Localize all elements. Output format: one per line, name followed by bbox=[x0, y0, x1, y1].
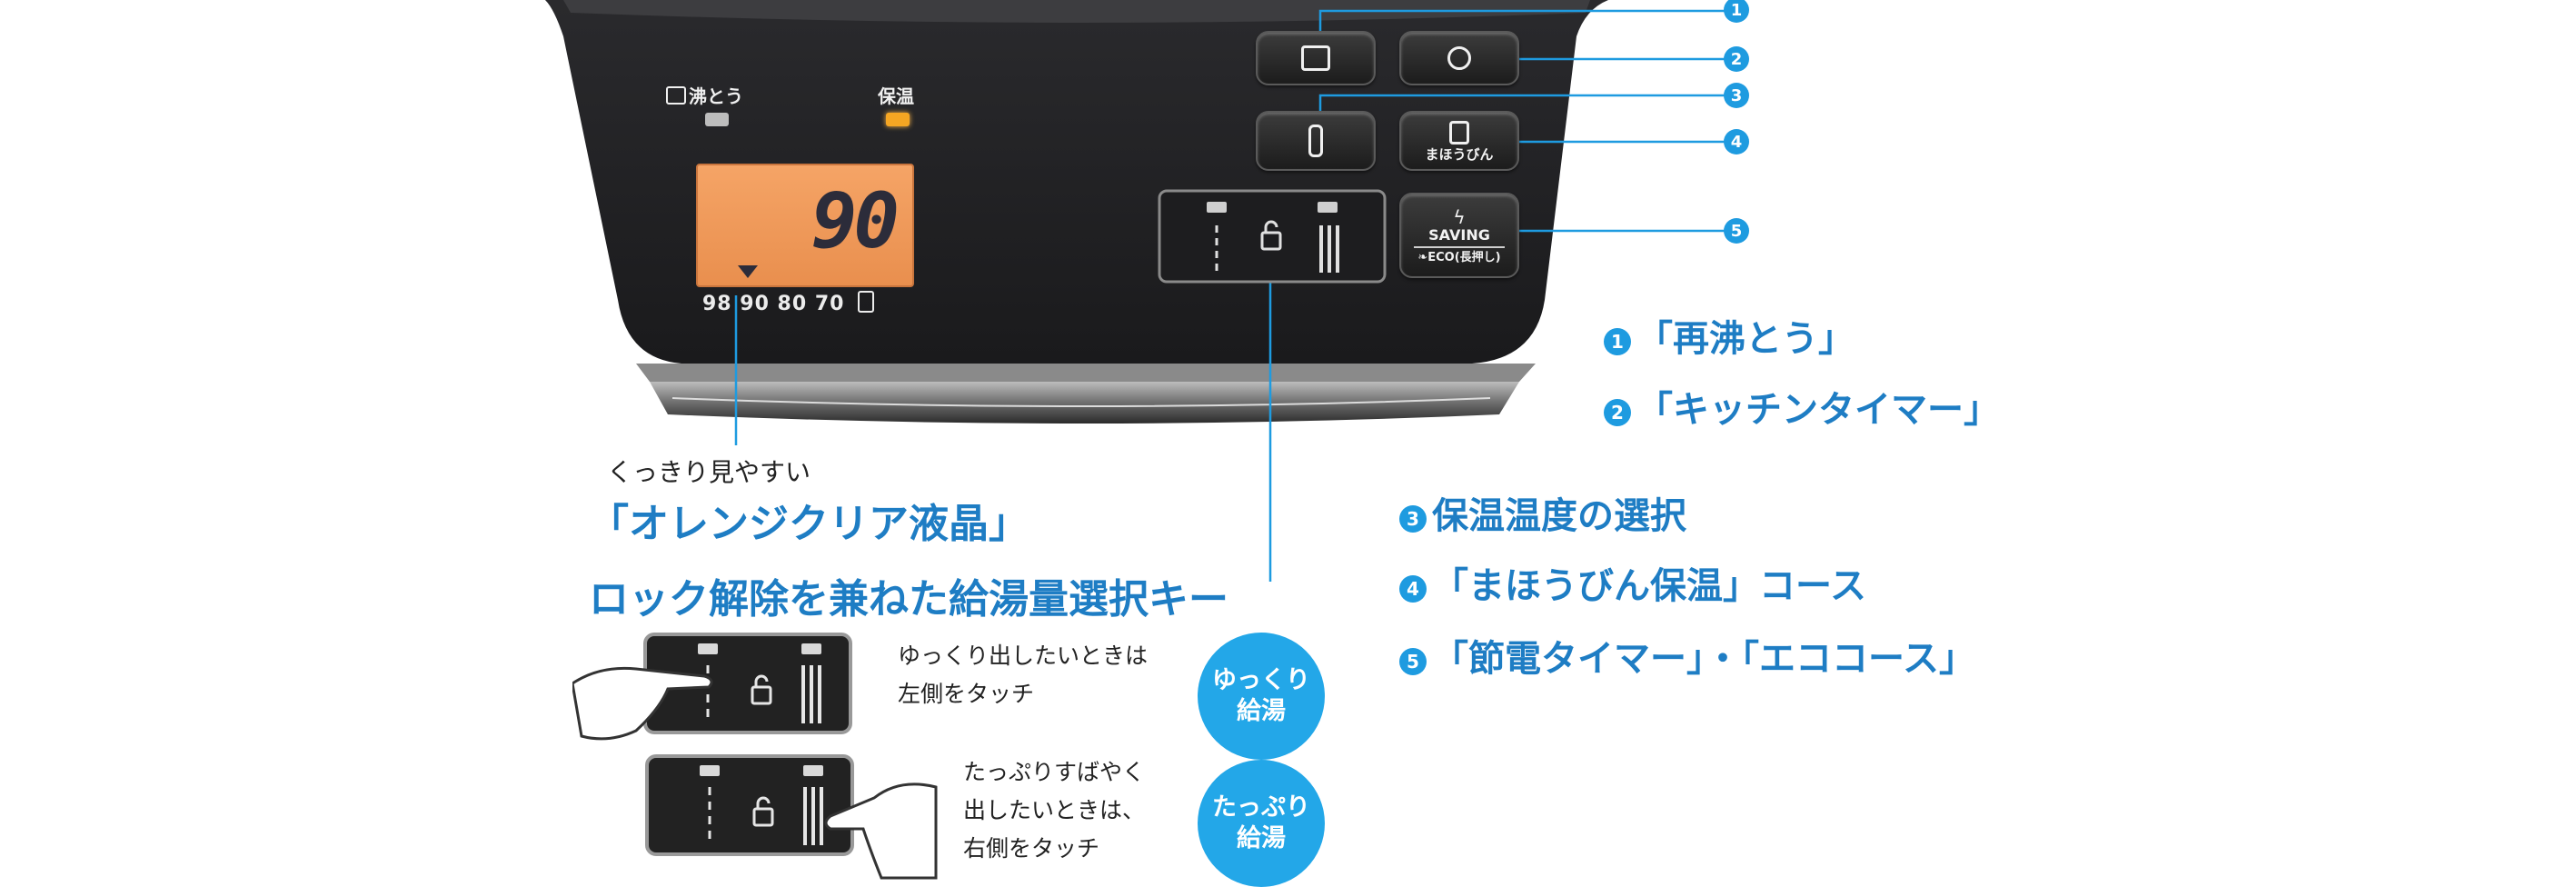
slow-badge-line1: ゆっくり bbox=[1212, 666, 1310, 695]
temperature-scale: 98 90 80 70 bbox=[702, 291, 875, 315]
legend-num-1: 1 bbox=[1604, 328, 1631, 355]
indicator-keepwarm-label: 保温 bbox=[878, 85, 914, 107]
slow-pour-badge: ゆっくり 給湯 bbox=[1198, 633, 1325, 760]
mahoubin-small-icon bbox=[858, 291, 875, 313]
reboil-icon bbox=[666, 86, 686, 105]
legend-num-2: 2 bbox=[1604, 399, 1631, 426]
callout-2: 2 bbox=[1724, 46, 1749, 72]
legend-text-4: 「まほうびん保温」コース bbox=[1432, 564, 1866, 607]
fast-text-1: たっぷりすばやく bbox=[963, 759, 1146, 785]
legend-num-4: 4 bbox=[1399, 575, 1427, 603]
callout-5: 5 bbox=[1724, 218, 1749, 244]
fast-pour-demo bbox=[645, 754, 938, 880]
slow-text-1: ゆっくり出したいときは bbox=[898, 643, 1149, 669]
leaf-icon: ❧ bbox=[1417, 250, 1428, 264]
lcd-pointer-arrow bbox=[738, 265, 758, 278]
thermometer-icon bbox=[1308, 125, 1323, 157]
callout-4: 4 bbox=[1724, 129, 1749, 154]
legend-item-1: 1「再沸とう」 bbox=[1604, 309, 1855, 362]
fast-text-3: 右側をタッチ bbox=[963, 835, 1100, 862]
legend-num-5: 5 bbox=[1399, 648, 1427, 675]
legend-item-4: 4「まほうびん保温」コース bbox=[1399, 556, 1866, 609]
lock-key-title: ロック解除を兼ねた給湯量選択キー bbox=[589, 576, 1228, 623]
fast-badge-line1: たっぷり bbox=[1212, 793, 1310, 822]
reboil-icon bbox=[1301, 45, 1330, 71]
lcd-temperature-value: 90 bbox=[811, 176, 900, 265]
lcd-caption-big: 「オレンジクリア液晶」 bbox=[589, 501, 1029, 547]
lcd-display: 90 bbox=[696, 164, 914, 287]
lightning-icon: ϟ bbox=[1453, 205, 1466, 228]
alarm-clock-icon bbox=[1447, 46, 1471, 70]
slow-badge-line2: 給湯 bbox=[1237, 697, 1286, 725]
saving-divider bbox=[1414, 245, 1505, 248]
slow-pour-demo bbox=[572, 633, 852, 741]
saving-eco-button[interactable]: ϟ SAVING ❧ECO(長押し) bbox=[1399, 193, 1519, 278]
mahoubin-button[interactable]: まほうびん bbox=[1399, 111, 1519, 171]
kitchen-timer-button[interactable] bbox=[1399, 31, 1519, 85]
keepwarm-temp-button[interactable] bbox=[1256, 111, 1376, 171]
indicator-reboil: 沸とう bbox=[666, 82, 743, 108]
indicator-reboil-label: 沸とう bbox=[689, 85, 743, 107]
legend-text-2: 「キッチンタイマー」 bbox=[1636, 388, 2000, 431]
mahoubin-icon bbox=[1449, 120, 1469, 145]
fast-badge-line2: 給湯 bbox=[1237, 824, 1286, 852]
eco-label: ❧ECO(長押し) bbox=[1417, 252, 1500, 264]
fast-pour-badge: たっぷり 給湯 bbox=[1198, 760, 1325, 887]
eco-label-text: ECO(長押し) bbox=[1427, 250, 1501, 264]
keepwarm-led bbox=[886, 113, 910, 126]
reboil-led bbox=[705, 113, 729, 126]
fast-text-2: 出したいときは、 bbox=[963, 797, 1146, 823]
legend-item-2: 2「キッチンタイマー」 bbox=[1604, 380, 2000, 433]
legend-num-3: 3 bbox=[1399, 505, 1427, 533]
reboil-button[interactable] bbox=[1256, 31, 1376, 85]
legend-text-5: 「節電タイマー」・「エココース」 bbox=[1432, 637, 1975, 680]
legend-text-3: 保温温度の選択 bbox=[1432, 494, 1686, 537]
slow-text-2: 左側をタッチ bbox=[898, 681, 1035, 707]
legend-item-5: 5「節電タイマー」・「エココース」 bbox=[1399, 629, 1975, 682]
saving-label: SAVING bbox=[1428, 225, 1490, 244]
callout-1: 1 bbox=[1724, 0, 1749, 23]
mahoubin-button-label: まほうびん bbox=[1425, 145, 1494, 163]
temperature-scale-text: 98 90 80 70 bbox=[702, 293, 845, 315]
callout-3: 3 bbox=[1724, 83, 1749, 108]
lcd-caption-small: くっきり見やすい bbox=[607, 457, 811, 487]
legend-text-1: 「再沸とう」 bbox=[1636, 317, 1855, 360]
